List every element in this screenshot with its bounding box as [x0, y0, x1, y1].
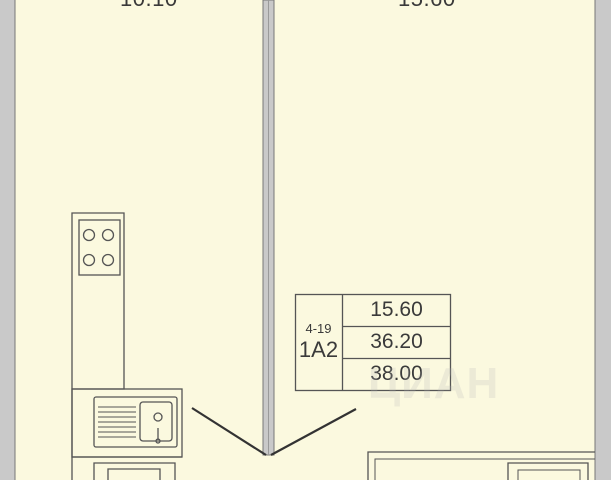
- sink-drain-icon: [153, 412, 163, 422]
- stove-burner-icon: [101, 228, 115, 242]
- stove: [78, 219, 121, 276]
- stove-burner-icon: [101, 253, 115, 267]
- stove-burner-icon: [82, 228, 96, 242]
- kitchen-area-label: 10.10: [120, 0, 178, 10]
- apartment-floors: 4-19: [305, 321, 332, 337]
- area-box-frame: [294, 293, 452, 392]
- right-outer-wall: [595, 0, 611, 480]
- bottom-right-fixture-inner: [374, 458, 595, 480]
- left-outer-wall: [0, 0, 15, 480]
- living-room-door-swing: [270, 408, 357, 456]
- stove-burner-icon: [82, 253, 96, 267]
- total-area-value: 38.00: [370, 362, 423, 385]
- area-without-balcony-value: 36.20: [370, 330, 423, 353]
- bottom-right-appliance: [507, 462, 589, 480]
- watermark: ЦИАН: [368, 359, 500, 408]
- living-area-value: 15.60: [370, 298, 423, 321]
- fixture-lower-inner: [107, 468, 161, 480]
- fixture-lower: [93, 462, 176, 480]
- kitchen-door-swing: [191, 407, 267, 456]
- apartment-code: 4-19 1А2: [295, 294, 342, 390]
- apartment-type: 1А2: [298, 337, 339, 363]
- sink: [93, 396, 178, 448]
- bottom-right-appliance-inner: [517, 469, 581, 480]
- apartment-area-table: 4-19 1А2 15.60 36.20 38.00: [295, 294, 451, 390]
- living-room-area-label: 15.60: [398, 0, 456, 10]
- bottom-right-fixture: [367, 451, 595, 480]
- floor-area: [15, 0, 595, 480]
- faucet-knob-icon: [155, 438, 161, 444]
